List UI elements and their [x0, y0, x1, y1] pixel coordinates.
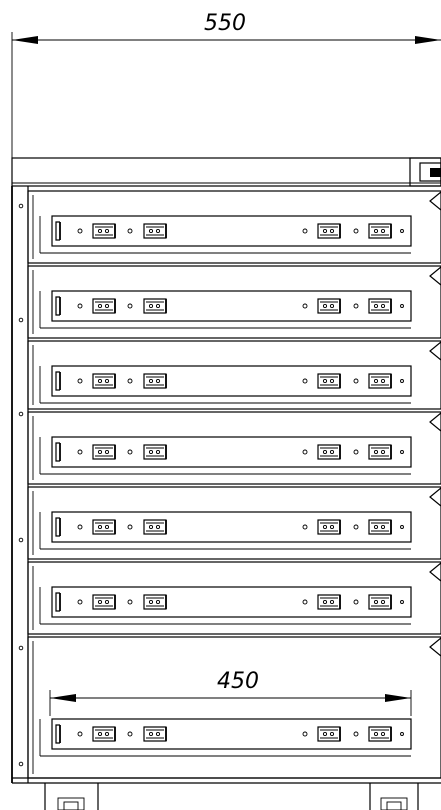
rail-slot	[92, 373, 116, 389]
rail-hole	[353, 524, 359, 530]
rail-slot	[143, 223, 167, 239]
drawers	[27, 190, 441, 779]
rail-hole	[353, 378, 359, 384]
rail-hole	[77, 524, 83, 530]
drawer-width-dimension: 450	[49, 669, 412, 716]
rail-slot	[317, 373, 341, 389]
drawer	[27, 190, 441, 264]
rail-hole	[127, 524, 133, 530]
rail-hole	[353, 449, 359, 455]
rail-hole	[127, 731, 133, 737]
rail-hole	[127, 378, 133, 384]
rail-slot	[317, 594, 341, 610]
rail-slot	[92, 519, 116, 535]
cabinet-base	[44, 783, 419, 810]
drawer-handle	[429, 341, 441, 361]
drawer-front	[27, 190, 441, 264]
foot-left	[57, 797, 85, 810]
rail-hole	[77, 599, 83, 605]
side-hole	[18, 537, 24, 543]
rail-slot	[368, 373, 392, 389]
rail-slot	[143, 444, 167, 460]
overall-width-dimension: 550	[11, 11, 441, 160]
drawer	[27, 340, 441, 410]
rail-slot	[368, 298, 392, 314]
rail-hole	[127, 449, 133, 455]
drawer	[27, 561, 441, 635]
drawer	[27, 265, 441, 339]
rail-hole	[127, 303, 133, 309]
rail-hole	[302, 524, 308, 530]
side-hole	[18, 645, 24, 651]
drawer-handle	[429, 487, 441, 507]
rail-hole	[353, 228, 359, 234]
drawer-handle	[429, 562, 441, 582]
drawer	[27, 636, 441, 779]
rail-slot	[317, 223, 341, 239]
rail-hole	[302, 303, 308, 309]
rail-slot	[317, 444, 341, 460]
drawer-front	[27, 265, 441, 339]
overall-width-label: 550	[204, 11, 246, 36]
rail-hole	[353, 731, 359, 737]
rail-hole	[302, 599, 308, 605]
rail-slot	[368, 444, 392, 460]
drawer-handle	[429, 191, 441, 211]
rail-hole	[353, 599, 359, 605]
rail-slot	[92, 726, 116, 742]
rail-hole	[302, 731, 308, 737]
rail-slot	[368, 519, 392, 535]
drawer-front	[27, 636, 441, 779]
rail-hole	[77, 228, 83, 234]
rail-slot	[317, 519, 341, 535]
rail-slot	[92, 594, 116, 610]
side-holes	[18, 203, 24, 767]
side-hole	[18, 317, 24, 323]
cabinet-top	[11, 157, 441, 187]
drawer-front	[27, 561, 441, 635]
rail-slot	[143, 298, 167, 314]
drawer	[27, 486, 441, 560]
drawer-front	[27, 486, 441, 560]
rail-slot	[143, 519, 167, 535]
rail-slot	[143, 726, 167, 742]
rail-hole	[353, 303, 359, 309]
drawer-handle	[429, 637, 441, 657]
rail-hole	[77, 731, 83, 737]
rail-slot	[92, 223, 116, 239]
drawer	[27, 411, 441, 485]
rail-slot	[143, 594, 167, 610]
rail-hole	[127, 228, 133, 234]
rail-hole	[127, 599, 133, 605]
side-hole	[18, 411, 24, 417]
rail-slot	[143, 373, 167, 389]
rail-hole	[302, 228, 308, 234]
side-hole	[18, 761, 24, 767]
drawer-width-label: 450	[217, 669, 259, 694]
rail-slot	[368, 223, 392, 239]
drawer-handle	[429, 412, 441, 432]
rail-hole	[302, 378, 308, 384]
rail-hole	[77, 378, 83, 384]
rail-hole	[302, 449, 308, 455]
rail-slot	[317, 298, 341, 314]
foot-right	[380, 797, 408, 810]
drawer-handle	[429, 266, 441, 286]
side-hole	[18, 203, 24, 209]
rail-slot	[368, 594, 392, 610]
drawer-front	[27, 340, 441, 410]
rail-slot	[92, 298, 116, 314]
rail-hole	[77, 449, 83, 455]
drawer-front	[27, 411, 441, 485]
rail-hole	[77, 303, 83, 309]
rail-slot	[368, 726, 392, 742]
rail-slot	[317, 726, 341, 742]
rail-slot	[92, 444, 116, 460]
